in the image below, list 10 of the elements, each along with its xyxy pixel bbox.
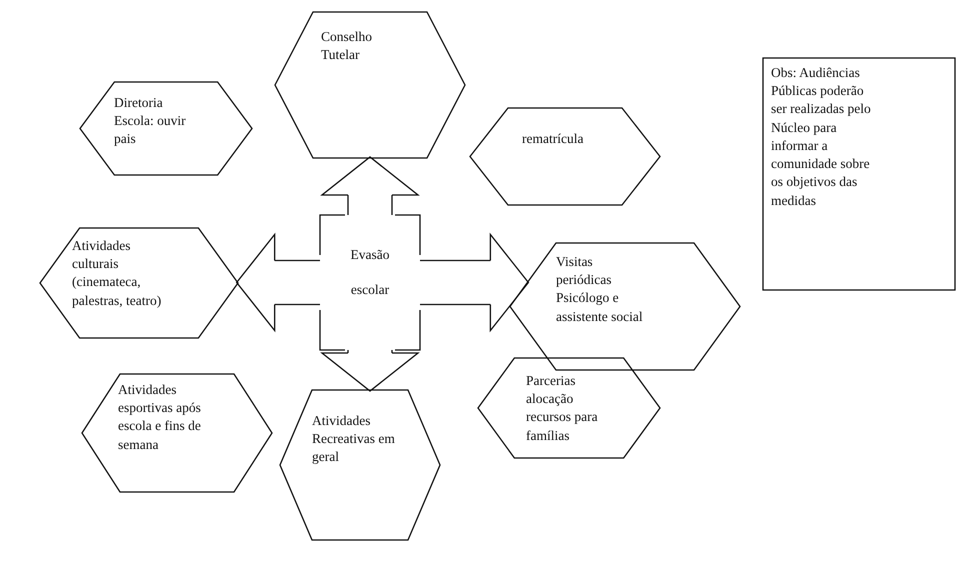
node-label: Evasão escolar xyxy=(350,246,390,300)
node-label: Atividades esportivas após escola e fins de semana xyxy=(118,381,202,454)
node-label: Visitas periódicas Psicólogo e assistente social xyxy=(556,253,644,326)
note-text: Obs: Audiências Públicas poderão ser realizadas pelo Núcleo para informar a comunidade sobre os objetivos das medidas xyxy=(771,64,871,210)
node-label: Atividades culturais (cinemateca, palestras, teatro) xyxy=(72,237,162,310)
node-label: Atividades Recreativas em geral xyxy=(312,412,396,466)
node-label: Parcerias alocação recursos para famílias xyxy=(526,372,599,445)
node-label: Conselho Tutelar xyxy=(321,28,374,64)
node-label: rematrícula xyxy=(522,130,584,148)
node-label: Diretoria Escola: ouvir pais xyxy=(114,94,186,148)
